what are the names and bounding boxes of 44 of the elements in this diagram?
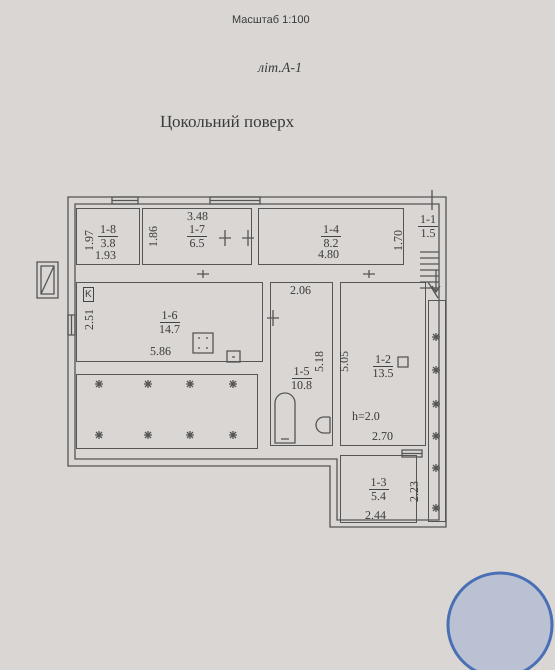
room-number: 1-1 [418,212,438,226]
room-area: 13.5 [372,367,394,380]
room-number: 1-6 [160,308,180,322]
dimension: 2.06 [290,284,311,297]
room [76,282,263,362]
room-area: 5.4 [371,490,386,502]
dimension: 2.23 [408,481,421,502]
room [340,455,417,523]
room-number: 1-4 [321,223,341,237]
dimension: 3.48 [187,210,208,223]
room-area: 10.8 [291,379,312,392]
room [270,282,333,446]
room-number: 1-3 [368,476,388,490]
porch-strip [428,300,446,522]
room [258,208,404,265]
title: Цокольний поверх [160,112,294,132]
room [76,208,140,265]
room-area: 6.5 [190,237,204,250]
room-number: 1-2 [373,353,393,367]
sheet-label: літ.А-1 [258,62,302,75]
room-number: 1-8 [98,223,118,237]
room [142,208,252,265]
room-area: 14.7 [159,322,180,336]
room-number: 1-5 [292,365,312,379]
dimension: 1.93 [95,249,116,262]
dimension: 2.70 [372,430,393,443]
dimension: 2.44 [365,509,386,522]
scale-note: Масштаб 1:100 [232,14,310,27]
room-area: 8.2 [324,237,338,250]
dimension: 1.70 [392,230,405,251]
dimension: 5.86 [150,345,171,358]
dimension: 1.97 [83,230,96,251]
dimension: 4.80 [318,248,339,261]
ceiling-height: h=2.0 [352,410,380,423]
terrace [76,374,258,449]
room-area: 3.8 [100,237,116,250]
dimension: 5.18 [313,351,326,372]
room-area: 1.5 [420,226,436,240]
dimension: 2.51 [83,309,96,330]
room-number: 1-7 [187,223,207,237]
dimension: 5.05 [338,351,351,372]
room [340,282,426,446]
room-mark: K [83,287,94,302]
dimension: 1.86 [147,226,160,247]
